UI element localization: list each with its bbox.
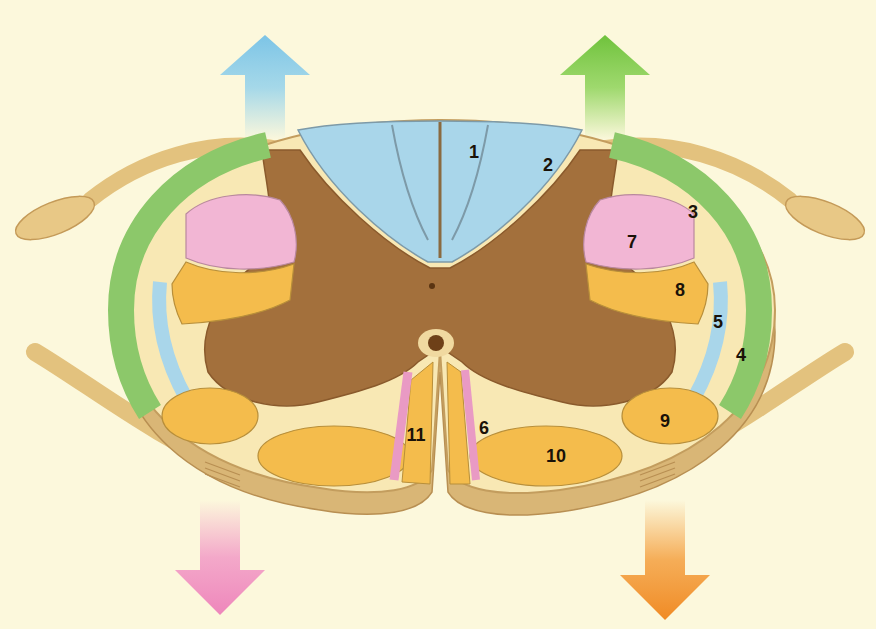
callout-number: 5 bbox=[713, 313, 723, 331]
pink-tract bbox=[465, 370, 476, 480]
ascending-arrow bbox=[560, 35, 650, 140]
central-canal-area bbox=[418, 329, 454, 357]
spinal-ganglion bbox=[10, 187, 100, 248]
column-boundary bbox=[452, 125, 488, 240]
orange-tract bbox=[622, 388, 718, 444]
gray-commissure-dot bbox=[429, 283, 435, 289]
spinal-ganglion bbox=[780, 187, 870, 248]
pink-tract bbox=[186, 195, 296, 269]
callout-number: 6 bbox=[479, 419, 489, 437]
callout-number: 10 bbox=[546, 447, 566, 465]
callout-number: 7 bbox=[627, 233, 637, 251]
callout-number: 4 bbox=[736, 346, 746, 364]
rootlets bbox=[205, 462, 675, 487]
ascending-arrow bbox=[220, 35, 310, 140]
pink-tract bbox=[394, 372, 408, 480]
tract-group bbox=[470, 145, 759, 486]
column-boundary bbox=[392, 125, 428, 240]
callout-number: 2 bbox=[543, 156, 553, 174]
callout-number: 8 bbox=[675, 281, 685, 299]
callout-number: 9 bbox=[660, 412, 670, 430]
dorsal-column bbox=[298, 121, 582, 262]
callout-number: 3 bbox=[688, 203, 698, 221]
descending-arrow bbox=[620, 500, 710, 620]
orange-tract bbox=[586, 262, 708, 324]
callout-number: 11 bbox=[406, 426, 425, 444]
callout-number: 1 bbox=[469, 143, 479, 161]
orange-tract bbox=[172, 262, 294, 324]
pink-tract bbox=[584, 195, 694, 269]
orange-tract bbox=[162, 388, 258, 444]
orange-tract bbox=[258, 426, 410, 486]
central-canal bbox=[428, 335, 444, 351]
white-matter bbox=[115, 120, 775, 493]
column-boundary bbox=[439, 122, 442, 258]
tract-group bbox=[121, 145, 410, 486]
descending-arrow bbox=[175, 500, 265, 615]
orange-tract bbox=[470, 426, 622, 486]
